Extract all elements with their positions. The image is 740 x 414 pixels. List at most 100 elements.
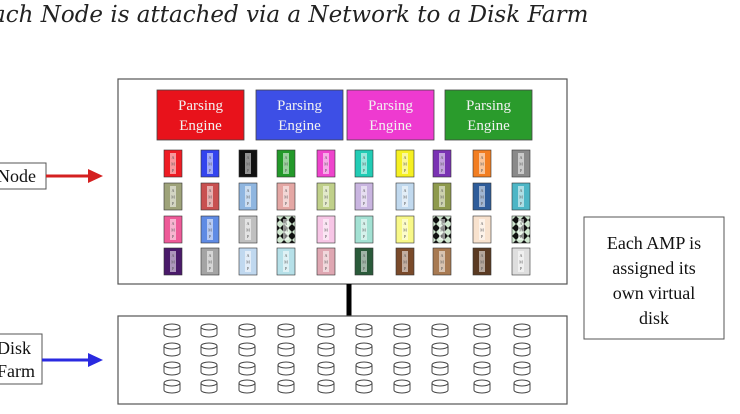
- amp-label-strip: [518, 219, 524, 240]
- amp-label: P: [285, 201, 288, 206]
- amp-label: P: [172, 168, 175, 173]
- amp-cell: AMP: [316, 215, 336, 244]
- amp-label: A: [441, 253, 444, 258]
- amp-cell: AMP: [395, 149, 415, 178]
- amp-label: P: [363, 234, 366, 239]
- amp-cell: AMP: [354, 247, 374, 276]
- amp-label: A: [247, 253, 250, 258]
- parsing-engine-box: [444, 89, 533, 141]
- amp-label: M: [284, 162, 288, 167]
- amp-label: A: [325, 221, 328, 226]
- parsing-engine-label: Parsing: [368, 98, 414, 114]
- amp-note: Each AMP is assigned its own virtual dis…: [583, 216, 725, 340]
- amp-note-line-4: disk: [639, 308, 669, 328]
- parsing-engine-label: Engine: [369, 118, 412, 134]
- amp-cell: AMP: [511, 182, 531, 211]
- disk-icon: [431, 342, 449, 357]
- amp-cell: AMP: [472, 247, 492, 276]
- amp-label: M: [519, 195, 523, 200]
- disk-icon: [163, 379, 181, 394]
- amp-label: M: [480, 195, 484, 200]
- amp-label: A: [363, 253, 366, 258]
- disk-label-box: [0, 333, 43, 385]
- amp-label: M: [519, 162, 523, 167]
- amp-label-strip: [245, 153, 251, 174]
- amp-label: A: [520, 188, 523, 193]
- amp-label-strip: [518, 251, 524, 272]
- amp-label: P: [404, 234, 407, 239]
- amp-cell: AMP: [354, 149, 374, 178]
- amp-label-strip: [207, 219, 213, 240]
- amp-label: P: [209, 266, 212, 271]
- amp-label: M: [519, 260, 523, 265]
- amp-label: P: [520, 234, 523, 239]
- amp-cell: AMP: [238, 149, 258, 178]
- amp-label: A: [325, 155, 328, 160]
- amp-label: P: [363, 201, 366, 206]
- amp-cell: AMP: [395, 215, 415, 244]
- disk-icon: [277, 361, 295, 376]
- disk-icon: [238, 323, 256, 338]
- amp-label: M: [480, 260, 484, 265]
- amp-label: M: [519, 228, 523, 233]
- amp-label: A: [172, 221, 175, 226]
- amp-cell: AMP: [276, 149, 296, 178]
- amp-label: A: [172, 253, 175, 258]
- amp-cell: AMP: [511, 215, 531, 244]
- amp-cell: AMP: [200, 247, 220, 276]
- amp-label: A: [247, 155, 250, 160]
- amp-label: A: [481, 155, 484, 160]
- disk-label-group: Disk Farm: [0, 333, 103, 385]
- amp-note-line-3: own virtual: [613, 283, 696, 303]
- parsing-engine-label: Parsing: [466, 98, 512, 114]
- disk-icon: [355, 379, 373, 394]
- amp-label-strip: [518, 186, 524, 207]
- parsing-engine-box: [346, 89, 435, 141]
- parsing-engine-label: Engine: [467, 118, 510, 134]
- disk-icon: [473, 379, 491, 394]
- amp-label: M: [208, 260, 212, 265]
- amp-label-strip: [170, 219, 176, 240]
- amp-label: P: [481, 266, 484, 271]
- amp-cell: AMP: [200, 182, 220, 211]
- amp-label: P: [520, 201, 523, 206]
- amp-label: M: [440, 195, 444, 200]
- amp-label: M: [440, 228, 444, 233]
- amp-cell: AMP: [432, 149, 452, 178]
- amp-label: M: [246, 162, 250, 167]
- amp-label-strip: [361, 219, 367, 240]
- node-arrow-head: [88, 169, 103, 183]
- amp-label: M: [403, 195, 407, 200]
- amp-label-strip: [323, 186, 329, 207]
- amp-cell: AMP: [276, 247, 296, 276]
- amp-label: P: [520, 266, 523, 271]
- amp-label: A: [172, 155, 175, 160]
- amp-cell: AMP: [354, 182, 374, 211]
- disk-icon: [317, 361, 335, 376]
- amp-label: A: [520, 253, 523, 258]
- amp-label: P: [441, 234, 444, 239]
- disk-icon: [431, 361, 449, 376]
- amp-label: P: [481, 201, 484, 206]
- disk-icon: [513, 342, 531, 357]
- amp-label-strip: [207, 251, 213, 272]
- amp-label: M: [403, 162, 407, 167]
- amp-label: A: [441, 221, 444, 226]
- amp-label: M: [171, 162, 175, 167]
- amp-label: P: [325, 234, 328, 239]
- amp-label-strip: [479, 153, 485, 174]
- node-label: Node: [0, 166, 36, 186]
- disk-icon: [431, 379, 449, 394]
- amp-label: M: [171, 260, 175, 265]
- disk-icon: [317, 379, 335, 394]
- amp-cell: AMP: [200, 149, 220, 178]
- amp-label: M: [362, 162, 366, 167]
- amp-cell: AMP: [163, 247, 183, 276]
- amp-label: A: [404, 221, 407, 226]
- amp-cell: AMP: [316, 149, 336, 178]
- disk-icon: [277, 342, 295, 357]
- disk-icon: [163, 342, 181, 357]
- amp-label: M: [284, 228, 288, 233]
- disk-icon: [200, 323, 218, 338]
